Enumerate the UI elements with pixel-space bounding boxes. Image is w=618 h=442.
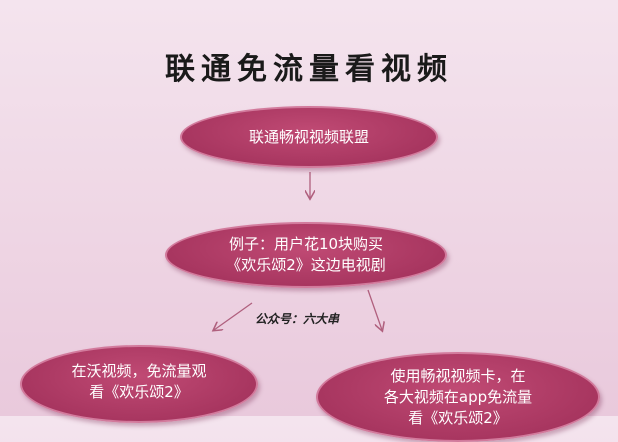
node-right: 使用畅视视频卡，在 各大视频在app免流量 看《欢乐颂2》 <box>316 352 600 442</box>
node-middle: 例子：用户花10块购买 《欢乐颂2》这边电视剧 <box>165 222 447 288</box>
node-middle-line2: 《欢乐颂2》这边电视剧 <box>226 256 386 274</box>
arrows <box>0 172 618 416</box>
node-left: 在沃视频，免流量观 看《欢乐颂2》 <box>20 345 258 423</box>
node-right-line1: 使用畅视视频卡，在 <box>390 367 526 385</box>
node-middle-line1: 例子：用户花10块购买 <box>228 235 384 253</box>
node-top-text: 联通畅视视频联盟 <box>248 127 369 146</box>
arrow-middle-to-right <box>367 289 382 330</box>
node-right-line3: 看《欢乐颂2》 <box>408 409 508 427</box>
watermark-label: 公众号：六大串 <box>255 312 340 326</box>
diagram-title: 联通免流量看视频 <box>165 52 453 87</box>
node-top: 联通畅视视频联盟 <box>180 106 438 168</box>
node-left-line2: 看《欢乐颂2》 <box>89 383 189 401</box>
arrow-middle-to-left <box>214 302 253 330</box>
node-left-line1: 在沃视频，免流量观 <box>71 362 207 380</box>
node-right-line2: 各大视频在app免流量 <box>383 388 533 406</box>
